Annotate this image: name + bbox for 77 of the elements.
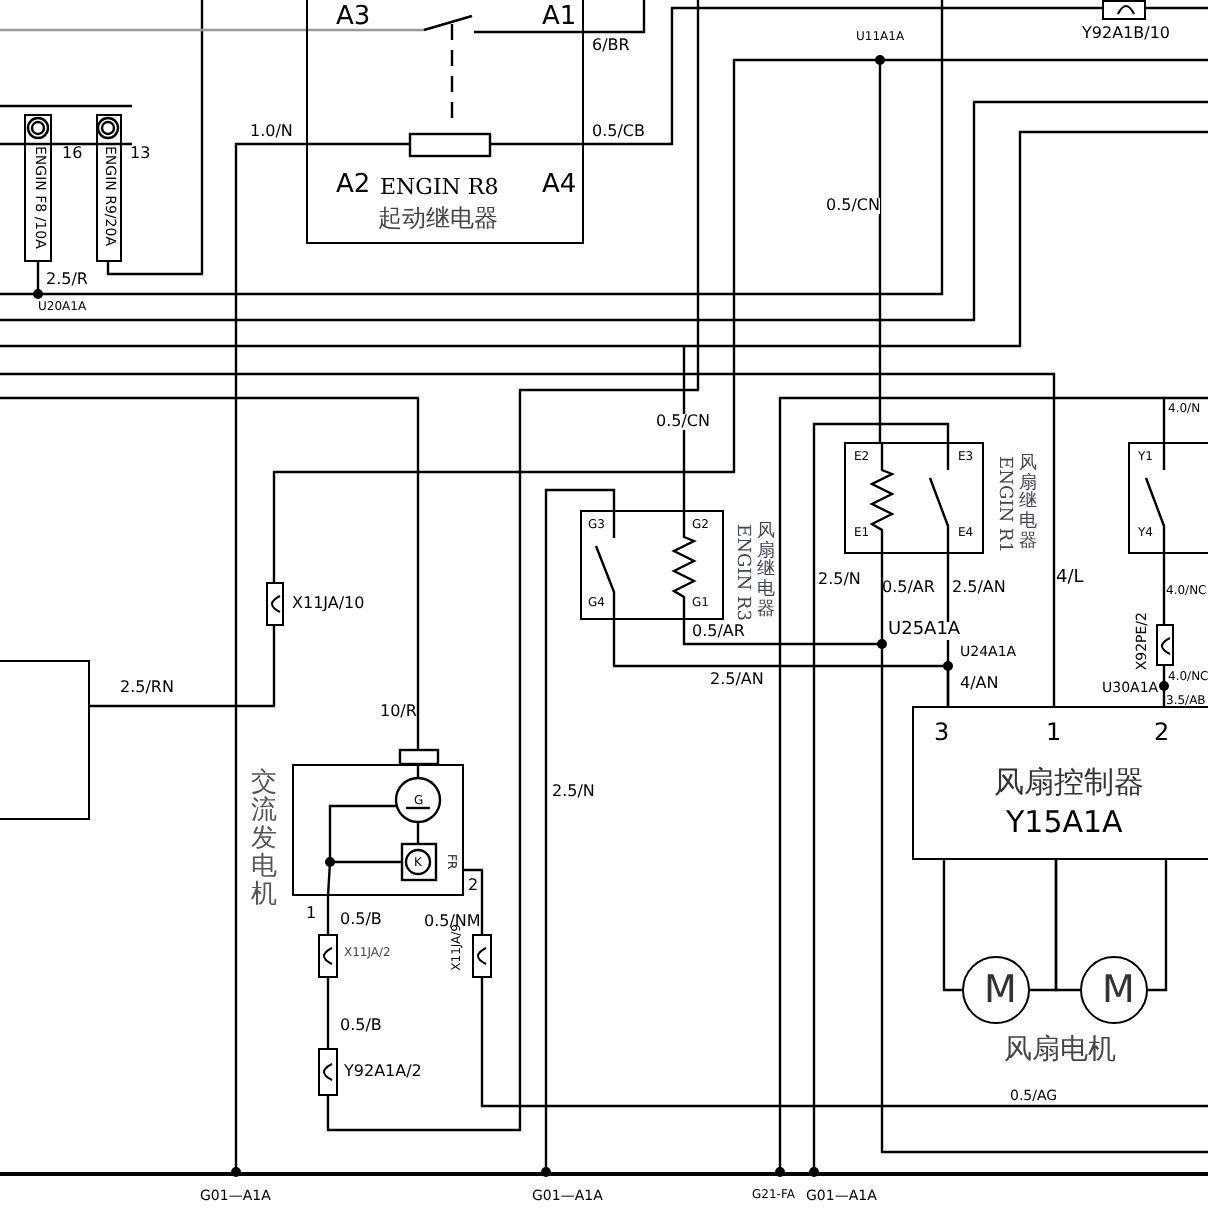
pin-label: 2 (468, 878, 479, 894)
pin-label: 1 (306, 906, 317, 922)
connector-label: Y92A1B/10 (1082, 26, 1170, 42)
wire (231, 142, 306, 1177)
wire (326, 978, 330, 1048)
pin-label: A4 (542, 172, 577, 198)
wire (1162, 554, 1166, 624)
pin-label: 3 (934, 720, 950, 744)
pin-label: 2 (1154, 720, 1170, 744)
wire-label: 0.5/CN (656, 414, 710, 430)
controller-label: 风扇控制器 (994, 768, 1144, 798)
wire (775, 396, 1166, 1177)
pin-label: A2 (336, 172, 371, 198)
wire-label: 2.5/RN (120, 680, 174, 696)
splice-label: U25A1A (888, 622, 961, 640)
wire-label: 0.5/AR (882, 580, 935, 596)
wire-label: 2.5/N (552, 784, 595, 800)
controller-box (912, 706, 1208, 860)
wire (942, 860, 962, 992)
inline-connector (1102, 0, 1146, 20)
wire (1148, 860, 1168, 992)
motor-symbol (962, 956, 1030, 1024)
connector-label: X11JA/10 (292, 596, 365, 612)
wire (272, 58, 882, 582)
wire (464, 868, 484, 934)
wire (1162, 666, 1166, 706)
wire-label: 1.0/N (250, 124, 293, 140)
relay-label: ENGIN R3 (732, 524, 750, 621)
inline-connector (266, 582, 284, 626)
relay-label: ENGIN R1 (994, 456, 1012, 553)
inline-connector (318, 934, 338, 978)
inline-connector (1156, 624, 1174, 666)
wire-label: 2.5/AN (952, 580, 1006, 596)
motor-symbol (1080, 956, 1148, 1024)
relay-box (580, 510, 724, 620)
wire-label: 0.5/CB (592, 124, 645, 140)
pin-label: A3 (336, 4, 371, 30)
wire-label: 0.5/B (340, 1018, 382, 1034)
motor-label: 风扇电机 (1004, 1036, 1116, 1064)
pin-label: A1 (542, 4, 577, 30)
alternator-label: 交流发电机 (250, 770, 278, 911)
relay-label: 风扇继电器 (1018, 456, 1038, 554)
wire-label: 10/R (380, 704, 417, 720)
relay-box (1128, 442, 1208, 554)
inline-connector (472, 934, 492, 978)
relay-label: 风扇继电器 (756, 524, 776, 622)
inline-connector (318, 1048, 338, 1096)
relay-label: 起动继电器 (378, 206, 498, 230)
wire-label: 2.5/AN (710, 672, 764, 688)
wire (90, 626, 276, 708)
device-box (0, 660, 90, 820)
relay-box (844, 442, 984, 554)
wire (1054, 860, 1080, 992)
wire-label: 0.5/CN (826, 198, 880, 214)
pin-label: 13 (130, 146, 151, 162)
wire (612, 620, 950, 706)
fuse (24, 114, 52, 262)
pin-label: 1 (1046, 720, 1062, 744)
motor-letter: M (1102, 972, 1135, 1010)
wire-label: 0.5/AR (692, 624, 745, 640)
wire-label: 2.5/R (46, 272, 88, 288)
wire (541, 488, 616, 1177)
wire (326, 896, 330, 934)
motor-letter: M (984, 972, 1017, 1010)
wire-label: 4/AN (960, 676, 999, 692)
connector-label: Y92A1A/2 (344, 1064, 422, 1080)
relay-label: ENGIN R8 (380, 176, 499, 198)
pin-label: 16 (62, 146, 83, 162)
wire-label: 4/L (1056, 570, 1084, 588)
wire (809, 422, 950, 1177)
fuse (96, 114, 122, 262)
wire (584, 6, 1102, 146)
wire-label: 2.5/N (818, 572, 861, 588)
wire-label: 0.5/B (340, 912, 382, 928)
controller-label: Y15A1A (1006, 808, 1123, 838)
wire (682, 554, 884, 646)
relay-box (306, 0, 584, 244)
